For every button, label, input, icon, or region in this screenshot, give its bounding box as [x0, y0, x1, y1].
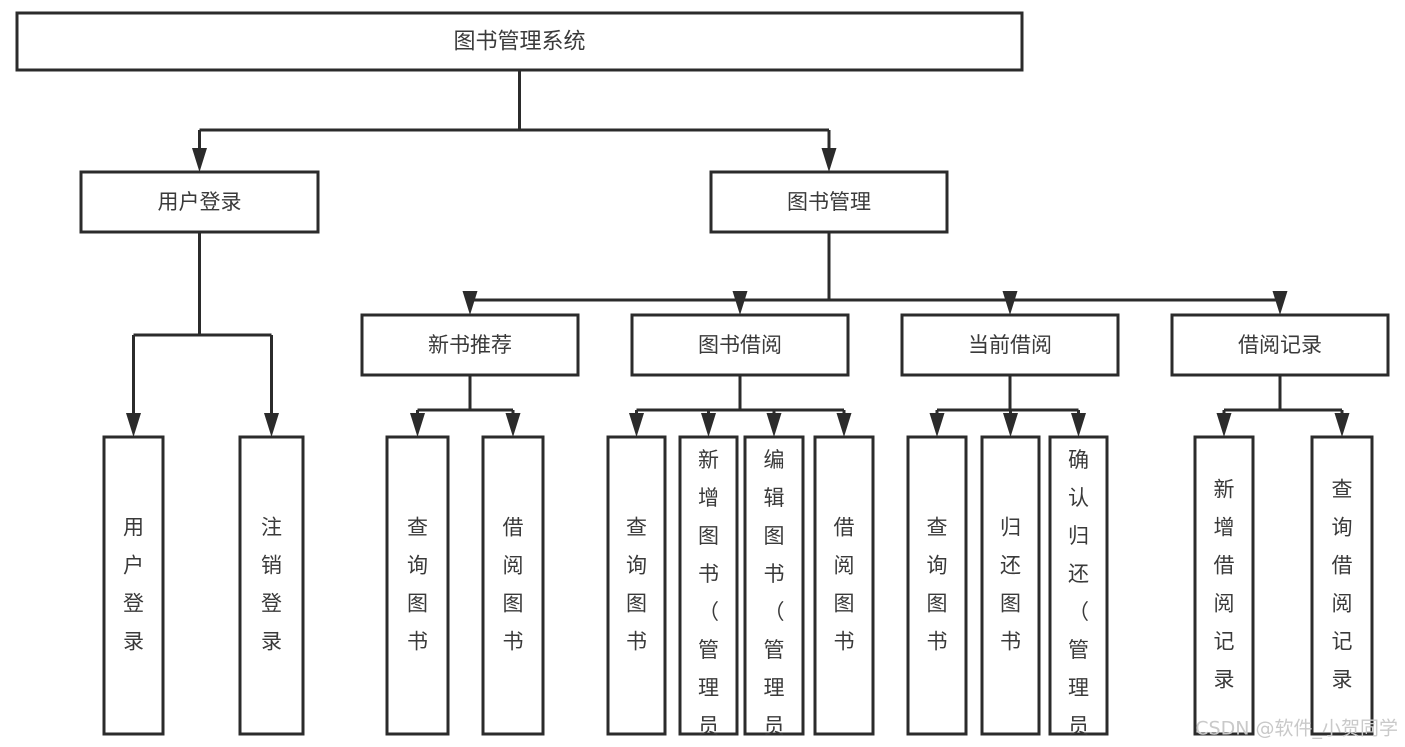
arrow-head-leaf-query-book-rec — [410, 413, 425, 437]
node-box-leaf-query-book-rec — [385, 435, 450, 736]
node-label-leaf-query-book: 查询图书 — [626, 516, 647, 654]
node-box-root — [15, 11, 1024, 72]
node-book-manage[interactable]: 图书管理 — [709, 170, 949, 234]
node-book-borrow[interactable]: 图书借阅 — [630, 313, 850, 377]
node-box-leaf-query-book — [606, 435, 667, 736]
node-leaf-query-book-rec[interactable]: 查询图书 — [385, 435, 450, 736]
node-box-book-manage — [709, 170, 949, 234]
arrow-head-leaf-add-record — [1216, 413, 1232, 437]
node-box-leaf-user-logout — [238, 435, 305, 736]
node-label-leaf-add-book: 新增图书（管理员） — [698, 448, 719, 747]
node-box-leaf-edit-book — [743, 435, 805, 736]
node-label-leaf-confirm-return: 确认归还（管理员） — [1068, 448, 1089, 747]
node-label-new-book-rec: 新书推荐 — [428, 333, 512, 357]
arrow-head-borrow-record — [1272, 291, 1288, 315]
node-label-leaf-user-login: 用户登录 — [123, 516, 144, 654]
node-label-leaf-borrow-book-rec: 借阅图书 — [503, 516, 524, 654]
node-box-leaf-borrow-book — [813, 435, 875, 736]
node-box-user-login — [79, 170, 320, 234]
connector-layer — [126, 70, 1350, 437]
node-label-book-manage: 图书管理 — [787, 190, 871, 214]
arrow-head-leaf-confirm-return — [1071, 413, 1086, 437]
arrow-head-leaf-borrow-book-rec — [505, 413, 521, 437]
arrow-head-book-manage — [821, 148, 837, 172]
arrow-head-leaf-user-logout — [264, 413, 279, 437]
node-leaf-edit-book[interactable]: 编辑图书（管理员） — [743, 435, 805, 747]
node-leaf-query-book[interactable]: 查询图书 — [606, 435, 667, 736]
node-leaf-add-record[interactable]: 新增借阅记录 — [1193, 435, 1255, 736]
node-box-leaf-confirm-return — [1048, 435, 1109, 736]
arrow-head-leaf-edit-book — [766, 413, 782, 437]
arrow-head-current-borrow — [1002, 291, 1018, 315]
arrow-head-leaf-borrow-book — [836, 413, 852, 437]
node-label-book-borrow: 图书借阅 — [698, 333, 782, 357]
arrow-head-leaf-query-record — [1334, 413, 1350, 437]
node-label-leaf-borrow-book: 借阅图书 — [834, 516, 855, 654]
node-label-leaf-return-book: 归还图书 — [1000, 516, 1021, 654]
node-leaf-user-login[interactable]: 用户登录 — [102, 435, 165, 736]
node-box-leaf-user-login — [102, 435, 165, 736]
node-box-borrow-record — [1170, 313, 1390, 377]
csdn-watermark: CSDN @软件_小贺同学 — [1195, 718, 1398, 740]
node-box-leaf-query-book-cur — [906, 435, 968, 736]
node-leaf-query-record[interactable]: 查询借阅记录 — [1310, 435, 1374, 736]
node-box-leaf-borrow-book-rec — [481, 435, 545, 736]
node-box-leaf-query-record — [1310, 435, 1374, 736]
node-label-user-login: 用户登录 — [158, 190, 242, 214]
arrow-head-user-login — [192, 148, 207, 172]
node-leaf-user-logout[interactable]: 注销登录 — [238, 435, 305, 736]
node-user-login[interactable]: 用户登录 — [79, 170, 320, 234]
node-box-leaf-return-book — [980, 435, 1041, 736]
node-leaf-confirm-return[interactable]: 确认归还（管理员） — [1048, 435, 1109, 747]
arrow-head-leaf-return-book — [1003, 413, 1018, 437]
node-box-leaf-add-record — [1193, 435, 1255, 736]
node-new-book-rec[interactable]: 新书推荐 — [360, 313, 580, 377]
node-label-current-borrow: 当前借阅 — [968, 333, 1052, 357]
node-box-new-book-rec — [360, 313, 580, 377]
node-box-leaf-add-book — [678, 435, 739, 736]
node-leaf-add-book[interactable]: 新增图书（管理员） — [678, 435, 739, 747]
arrow-head-leaf-query-book — [629, 413, 644, 437]
node-box-current-borrow — [900, 313, 1120, 377]
node-layer: 图书管理系统用户登录图书管理新书推荐图书借阅当前借阅借阅记录用户登录注销登录查询… — [15, 11, 1390, 747]
node-label-leaf-query-record: 查询借阅记录 — [1332, 478, 1353, 692]
node-borrow-record[interactable]: 借阅记录 — [1170, 313, 1390, 377]
arrow-head-leaf-query-book-cur — [929, 413, 945, 437]
arrow-head-book-borrow — [732, 291, 748, 315]
node-label-leaf-edit-book: 编辑图书（管理员） — [764, 448, 785, 747]
node-leaf-borrow-book-rec[interactable]: 借阅图书 — [481, 435, 545, 736]
arrow-head-leaf-user-login — [126, 413, 141, 437]
node-root[interactable]: 图书管理系统 — [15, 11, 1024, 72]
node-current-borrow[interactable]: 当前借阅 — [900, 313, 1120, 377]
node-label-leaf-user-logout: 注销登录 — [261, 516, 282, 654]
node-label-root: 图书管理系统 — [453, 30, 585, 55]
arrow-head-leaf-add-book — [701, 413, 716, 437]
node-label-leaf-add-record: 新增借阅记录 — [1214, 478, 1235, 692]
node-leaf-borrow-book[interactable]: 借阅图书 — [813, 435, 875, 736]
node-leaf-return-book[interactable]: 归还图书 — [980, 435, 1041, 736]
arrow-head-new-book-rec — [462, 291, 478, 315]
node-label-leaf-query-book-cur: 查询图书 — [927, 516, 948, 654]
node-label-borrow-record: 借阅记录 — [1238, 333, 1322, 357]
node-leaf-query-book-cur[interactable]: 查询图书 — [906, 435, 968, 736]
node-box-book-borrow — [630, 313, 850, 377]
node-label-leaf-query-book-rec: 查询图书 — [407, 516, 428, 654]
